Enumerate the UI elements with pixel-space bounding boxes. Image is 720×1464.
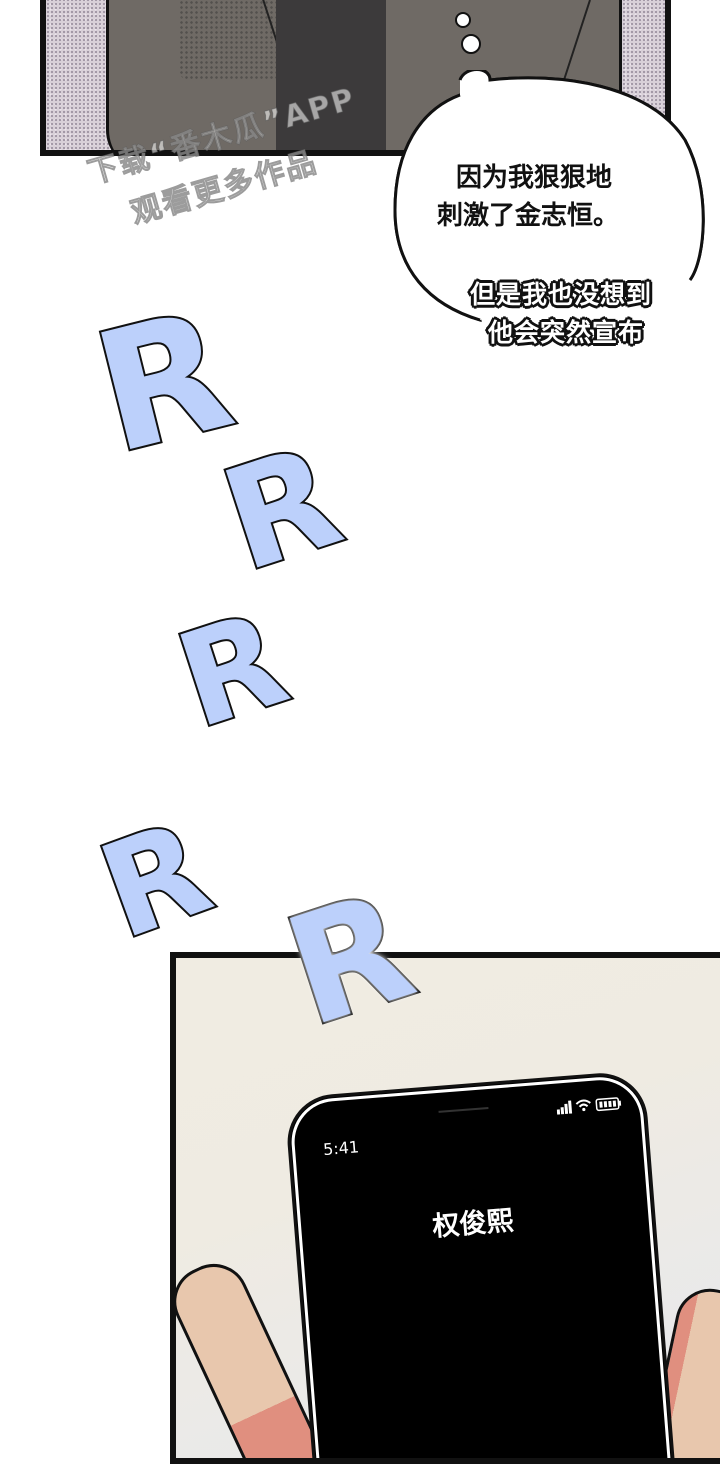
battery-icon [595,1097,622,1112]
bubble-text-line-1: 因为我狠狠地 [456,163,613,193]
sfx-letter-r-4: R [80,789,230,970]
inner-thought-line-2: 他会突然宣布 [488,318,645,347]
top-comic-panel [40,0,671,156]
bubble-text-line-2: 刺激了金志恒。 [437,201,620,231]
coat-lapel-shadow [276,0,386,150]
thought-dot-large [461,34,481,54]
thought-bubble [393,70,705,323]
signal-bars-icon [556,1100,573,1115]
status-time: 5:41 [322,1137,360,1160]
inner-thought-line-1: 但是我也没想到 [470,280,653,309]
sfx-letter-r-3: R [159,580,305,759]
sfx-letter-r-2: R [203,413,360,605]
status-icons [556,1094,629,1116]
phone-speaker [438,1106,489,1113]
thought-dot-small [455,12,471,28]
wifi-icon [575,1099,591,1108]
smartphone: 5:41 权俊熙 [284,1069,678,1458]
bottom-comic-panel: 5:41 权俊熙 [170,952,720,1464]
caller-name: 权俊熙 [431,1205,515,1243]
